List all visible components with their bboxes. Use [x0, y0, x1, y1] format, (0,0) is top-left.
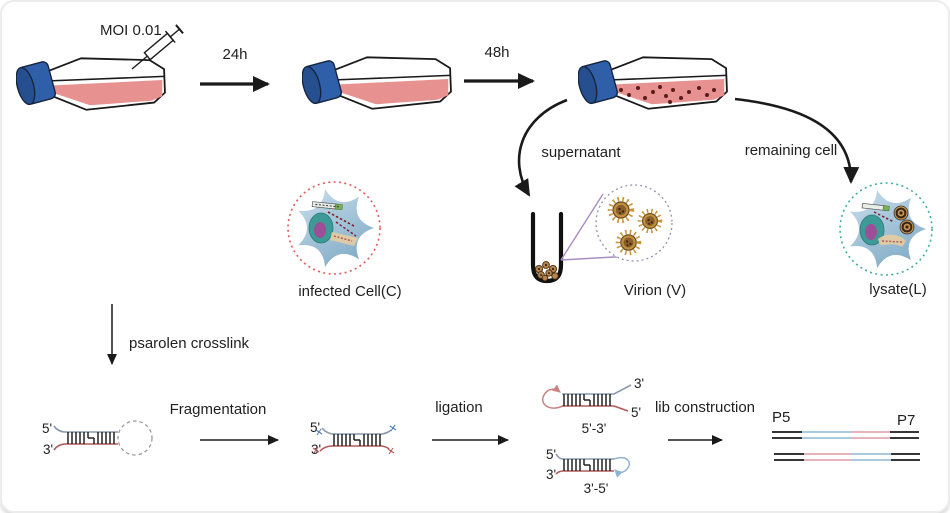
p7-label: P7 — [897, 412, 915, 429]
remaining-cell-label: remaining cell — [745, 142, 838, 159]
d3-caption: 5'-3' — [582, 421, 607, 436]
arrow-remaining-cell — [734, 97, 860, 184]
d4-5prime-label: 5' — [546, 447, 556, 462]
d4-caption: 3'-5' — [584, 481, 609, 496]
flask-48h-infected — [578, 56, 728, 110]
d3-3prime-label: 3' — [634, 376, 644, 391]
d3-5prime-label: 5' — [631, 405, 641, 420]
library-molecule-2 — [774, 453, 920, 461]
virus-dots — [619, 85, 716, 104]
lysate-label: lysate(L) — [869, 281, 927, 298]
intracellular-virion-icon — [893, 205, 915, 235]
crosslink-label: psarolen crosslink — [129, 335, 250, 352]
fragmentation-label: Fragmentation — [170, 401, 267, 418]
d4-3prime-label: 3' — [546, 467, 556, 482]
infected-cell-icon — [287, 181, 381, 275]
virion-zoom-circle — [595, 184, 673, 262]
tube-icon — [530, 211, 564, 284]
moi-label: MOI 0.01 — [100, 22, 162, 39]
time-48h-label: 48h — [484, 44, 509, 61]
lib-construction-label: lib construction — [655, 399, 755, 416]
duplex-crosslinked: 5' 3' — [42, 420, 153, 457]
duplex-fragmented: 5' 3' — [310, 420, 397, 457]
infected-cell-label: infected Cell(C) — [298, 283, 401, 300]
d2-5prime-label: 5' — [310, 420, 320, 435]
flask-24h — [302, 56, 452, 110]
syringe-icon — [131, 24, 184, 70]
hairpin-loop-dashed — [117, 420, 153, 456]
duplex-ligated-3-5: 5' 3' 3'-5' — [546, 447, 630, 496]
library-molecule-1 — [772, 431, 919, 439]
ligation-label: ligation — [435, 399, 483, 416]
arrow-supernatant — [514, 98, 568, 197]
duplex-ligated-5-3: 3' 5' 5'-3' — [542, 376, 644, 436]
flask-initial — [16, 57, 166, 111]
supernatant-label: supernatant — [541, 144, 621, 161]
lysate-cell-icon — [839, 182, 933, 276]
d1-3prime-label: 3' — [43, 442, 53, 457]
p5-label: P5 — [772, 409, 790, 426]
time-24h-label: 24h — [222, 46, 247, 63]
d1-5prime-label: 5' — [42, 421, 52, 436]
library-molecules: P5 P7 — [772, 409, 920, 461]
virion-label: Virion (V) — [624, 282, 686, 299]
